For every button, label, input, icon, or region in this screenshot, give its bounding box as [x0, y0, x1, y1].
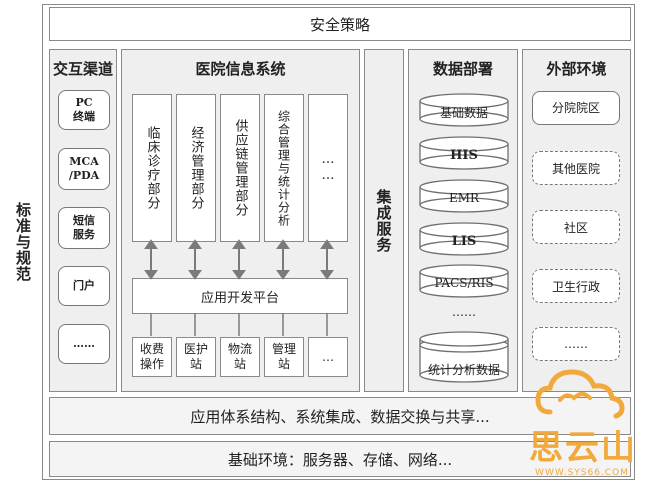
- channel-mca-pda[interactable]: MCA /PDA: [58, 148, 110, 190]
- cloud-logo-icon: [535, 369, 625, 419]
- his-title: 医院信息系统: [195, 60, 286, 78]
- cylinder-lis: [419, 222, 509, 256]
- security-label: 安全策略: [309, 15, 370, 34]
- cylinder-emr: [419, 179, 509, 213]
- cylinder-stats: [419, 331, 509, 383]
- app-architecture-bar: 应用体系结构、系统集成、数据交换与共享...: [49, 397, 631, 435]
- watermark-name: 思云山: [529, 428, 637, 468]
- standards-label: 标准与规范: [14, 202, 32, 282]
- db-emr: EMR: [448, 191, 480, 205]
- arrow-more: [320, 239, 334, 280]
- db-more: ……: [452, 305, 476, 319]
- channel-more[interactable]: ……: [58, 324, 110, 364]
- standards-column: 标准与规范: [5, 4, 43, 480]
- arrow-stats: [276, 239, 290, 280]
- watermark: 思云山 WWW.SYS66.COM: [520, 360, 644, 484]
- ext-health-admin[interactable]: 卫生行政: [532, 269, 620, 303]
- security-bar: 安全策略: [49, 7, 631, 41]
- arrow-clinical: [144, 239, 158, 280]
- db-pacs-ris: PACS/RIS: [434, 276, 494, 290]
- station-more: …: [308, 337, 348, 377]
- station-management: 管理 站: [264, 337, 304, 377]
- his-col-clinical: 临床诊疗部分: [132, 94, 172, 242]
- channel-sms[interactable]: 短信 服务: [58, 207, 110, 249]
- db-stats: 统计分析数据: [427, 362, 500, 377]
- cylinder-base-data: [419, 93, 509, 127]
- his-col-finance: 经济管理部分: [176, 94, 216, 242]
- integration-panel: 集成服务: [364, 49, 404, 392]
- ext-more[interactable]: ……: [532, 327, 620, 361]
- data-deploy-title: 数据部署: [432, 60, 493, 78]
- his-col-supply: 供应链管理部分: [220, 94, 260, 242]
- db-lis: LIS: [451, 233, 477, 249]
- channel-pc[interactable]: PC 终端: [58, 90, 110, 130]
- db-his: HIS: [450, 147, 478, 163]
- his-panel: 医院信息系统 临床诊疗部分 经济管理部分 供应链管理部分 综合管理与统计分析 ……: [121, 49, 360, 392]
- arrow-supply: [232, 239, 246, 280]
- his-col-stats: 综合管理与统计分析: [264, 94, 304, 242]
- channels-title: 交互渠道: [52, 60, 113, 78]
- integration-label: 集成服务: [374, 188, 393, 253]
- station-nursing: 医护 站: [176, 337, 216, 377]
- arrow-finance: [188, 239, 202, 280]
- external-panel: 外部环境 分院院区 其他医院 社区 卫生行政 ……: [522, 49, 631, 392]
- channel-portal[interactable]: 门户: [58, 266, 110, 306]
- app-dev-platform: 应用开发平台: [132, 278, 348, 314]
- ext-branch[interactable]: 分院院区: [532, 91, 620, 125]
- db-base-data: 基础数据: [439, 105, 488, 120]
- station-logistics: 物流 站: [220, 337, 260, 377]
- ext-other-hospital[interactable]: 其他医院: [532, 151, 620, 185]
- channels-panel: 交互渠道 PC 终端 MCA /PDA 短信 服务 门户 ……: [49, 49, 117, 392]
- his-col-more: ……: [308, 94, 348, 242]
- cylinder-pacs: [419, 264, 509, 298]
- watermark-url: WWW.SYS66.COM: [535, 468, 629, 478]
- external-title: 外部环境: [546, 60, 607, 78]
- station-billing: 收费 操作: [132, 337, 172, 377]
- ext-community[interactable]: 社区: [532, 210, 620, 244]
- base-environment-bar: 基础环境：服务器、存储、网络...: [49, 441, 631, 477]
- cylinder-his: [419, 136, 509, 170]
